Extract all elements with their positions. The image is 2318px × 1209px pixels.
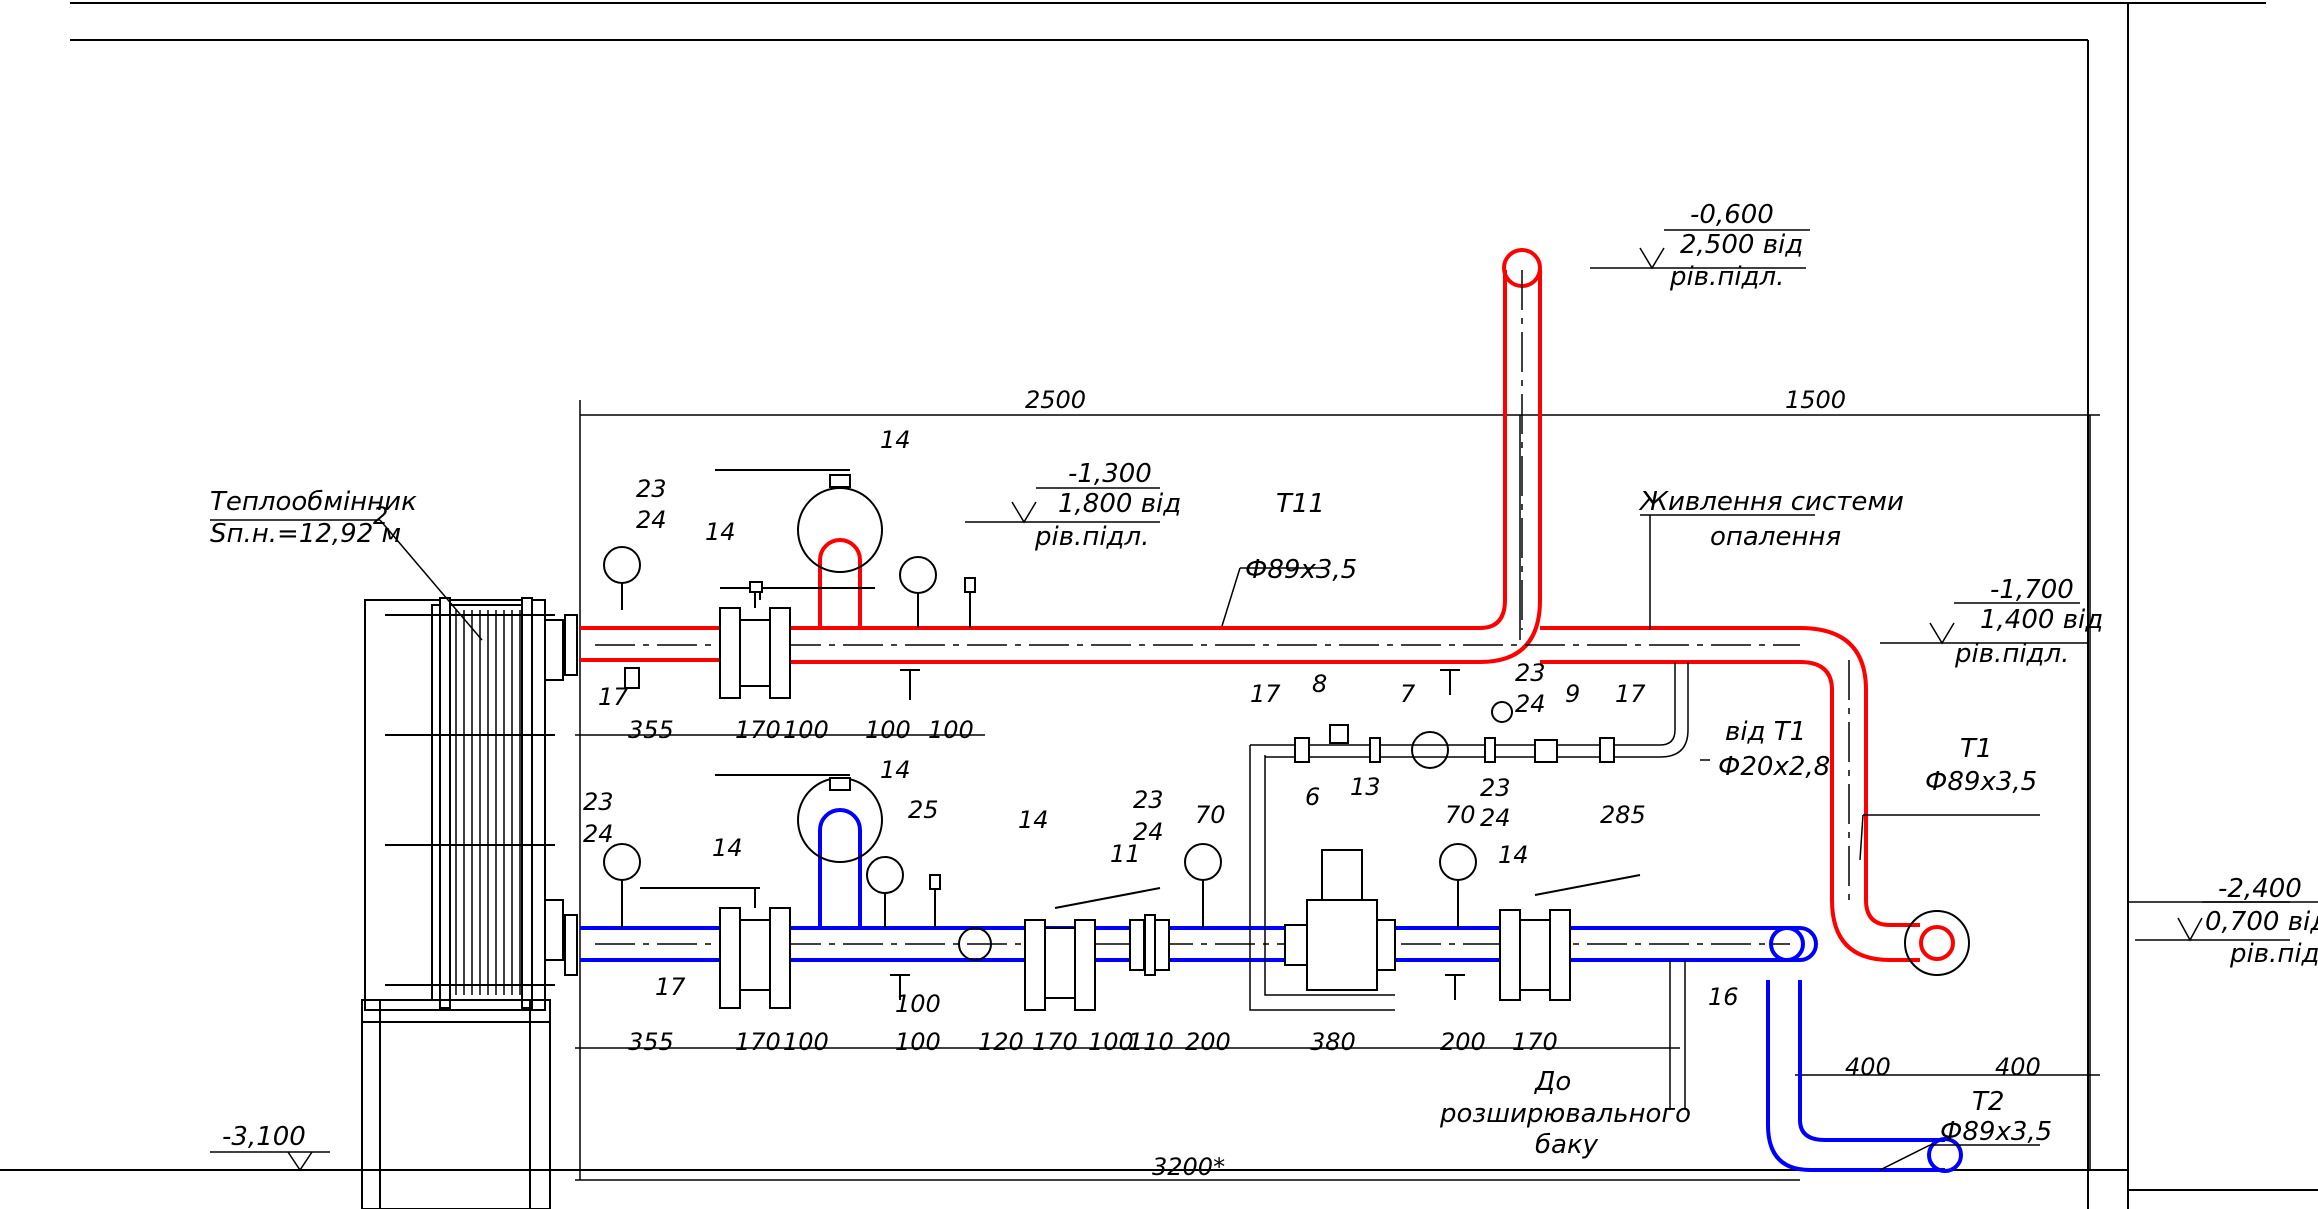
- callout-6: 6: [1305, 783, 1320, 811]
- dim-upper-0: 355: [628, 716, 674, 744]
- dimension-labels: 2500 1500 355 170 100 100 100 355 170 10…: [628, 386, 2041, 1181]
- dim-lower-8: 200: [1185, 1028, 1231, 1056]
- level-3-mid: 1,400 від: [1980, 605, 2103, 635]
- bypass-pipe: [1249, 662, 1689, 1011]
- callout-17b: 17: [655, 973, 686, 1001]
- callout-25: 25: [908, 796, 939, 824]
- dimension-lines: [575, 400, 2100, 1181]
- callout-14e: 14: [1018, 806, 1049, 834]
- level-4-mid: 0,700 від: [2205, 907, 2318, 937]
- callout-numbers: 14 14 14 14 14 14 23 24 23 24 23 24 23 2…: [583, 426, 1739, 1011]
- expansion-tank-line2: розширювального: [1439, 1099, 1691, 1129]
- level-2-top: -1,300: [1068, 459, 1152, 489]
- dim-lower-4: 120: [978, 1028, 1024, 1056]
- pipe-t2-size: Ф89х3,5: [1940, 1117, 2052, 1147]
- dim-upper-2: 100: [783, 716, 829, 744]
- level-4-bottom: рів.підл.: [2229, 939, 2318, 969]
- callout-24e: 24: [1515, 690, 1546, 718]
- dim-upper-1: 170: [735, 716, 781, 744]
- callout-23d: 23: [1480, 774, 1511, 802]
- heat-exchanger: [361, 597, 564, 1209]
- leader-lines: [210, 514, 2040, 1171]
- callout-14a: 14: [880, 426, 911, 454]
- pipe-t2-name: Т2: [1972, 1087, 2004, 1117]
- callout-24b: 24: [583, 820, 614, 848]
- level-3-top: -1,700: [1990, 575, 2074, 605]
- dim-top-left: 2500: [1025, 386, 1086, 414]
- level-5-top: -3,100: [222, 1122, 306, 1152]
- dim-lower-2: 100: [783, 1028, 829, 1056]
- dim-lower-7: 110: [1128, 1028, 1174, 1056]
- callout-14f: 14: [1498, 841, 1529, 869]
- dim-overall: 3200*: [1152, 1153, 1225, 1181]
- level-3-bottom: рів.підл.: [1954, 639, 2069, 669]
- dim-upper-3: 100: [865, 716, 911, 744]
- dim-lower-9: 380: [1310, 1028, 1356, 1056]
- expansion-tank-line3: баку: [1535, 1130, 1599, 1160]
- callout-23a: 23: [636, 475, 667, 503]
- callout-14b: 14: [705, 518, 736, 546]
- supply-pipe-t11: [580, 248, 1970, 976]
- dim-285: 285: [1600, 801, 1646, 829]
- callout-7: 7: [1400, 680, 1416, 708]
- dim-small-100: 100: [895, 990, 941, 1018]
- dim-lower-10: 200: [1440, 1028, 1486, 1056]
- valves-upper: [564, 469, 1460, 700]
- expansion-tank-line1: До: [1534, 1067, 1571, 1097]
- level-markers: [210, 229, 2290, 1172]
- callout-24c: 24: [1133, 818, 1164, 846]
- dim-lower-11: 170: [1512, 1028, 1558, 1056]
- level-1-top: -0,600: [1690, 200, 1774, 230]
- supply-system-line1: Живлення системи: [1638, 487, 1904, 517]
- valves-lower: [564, 774, 1641, 1011]
- dim-lower-6: 100: [1088, 1028, 1134, 1056]
- callout-16: 16: [1708, 983, 1739, 1011]
- level-2-mid: 1,800 від: [1058, 489, 1181, 519]
- callout-23e: 23: [1515, 659, 1546, 687]
- callout-11: 11: [1110, 840, 1141, 868]
- dim-70-b: 70: [1445, 801, 1476, 829]
- heat-exchanger-title: Теплообмінник: [210, 487, 417, 517]
- dim-lower-0: 355: [628, 1028, 674, 1056]
- callout-23b: 23: [583, 788, 614, 816]
- small-line-fittings: [1294, 701, 1615, 769]
- callout-13: 13: [1350, 773, 1381, 801]
- level-1-mid: 2,500 від: [1680, 230, 1803, 260]
- level-2-bottom: рів.підл.: [1034, 522, 1149, 552]
- from-t1-line2: Ф20х2,8: [1718, 752, 1830, 782]
- pipe-t1-name: Т1: [1960, 734, 1992, 764]
- area-exponent: 2: [373, 502, 388, 530]
- dim-70-a: 70: [1195, 801, 1226, 829]
- callout-23c: 23: [1133, 786, 1164, 814]
- callout-14c: 14: [880, 756, 911, 784]
- pipe-t11-name: Т11: [1276, 489, 1325, 519]
- dim-lower-1: 170: [735, 1028, 781, 1056]
- heat-exchanger-area: Sп.н.=12,92 м: [210, 519, 401, 549]
- dim-top-right: 1500: [1785, 386, 1846, 414]
- annotations: Теплообмінник Sп.н.=12,92 м 2 Живлення с…: [210, 200, 2318, 1160]
- callout-8: 8: [1312, 670, 1327, 698]
- pipe-t1-size: Ф89х3,5: [1925, 767, 2037, 797]
- callout-24a: 24: [636, 506, 667, 534]
- from-t1-line1: від Т1: [1725, 717, 1806, 747]
- level-4-top: -2,400: [2218, 874, 2302, 904]
- pipe-t11-size: Ф89х3,5: [1245, 555, 1357, 585]
- dim-400-a: 400: [1845, 1053, 1891, 1081]
- dim-400-b: 400: [1995, 1053, 2041, 1081]
- callout-14d: 14: [712, 834, 743, 862]
- dim-lower-3: 100: [895, 1028, 941, 1056]
- level-1-bottom: рів.підл.: [1669, 262, 1784, 292]
- callout-17a: 17: [598, 683, 629, 711]
- callout-9: 9: [1565, 680, 1580, 708]
- callout-17c: 17: [1250, 680, 1281, 708]
- dim-lower-5: 170: [1032, 1028, 1078, 1056]
- callout-17d: 17: [1615, 680, 1646, 708]
- supply-system-line2: опалення: [1710, 522, 1841, 552]
- callout-24d: 24: [1480, 804, 1511, 832]
- dim-upper-4: 100: [928, 716, 974, 744]
